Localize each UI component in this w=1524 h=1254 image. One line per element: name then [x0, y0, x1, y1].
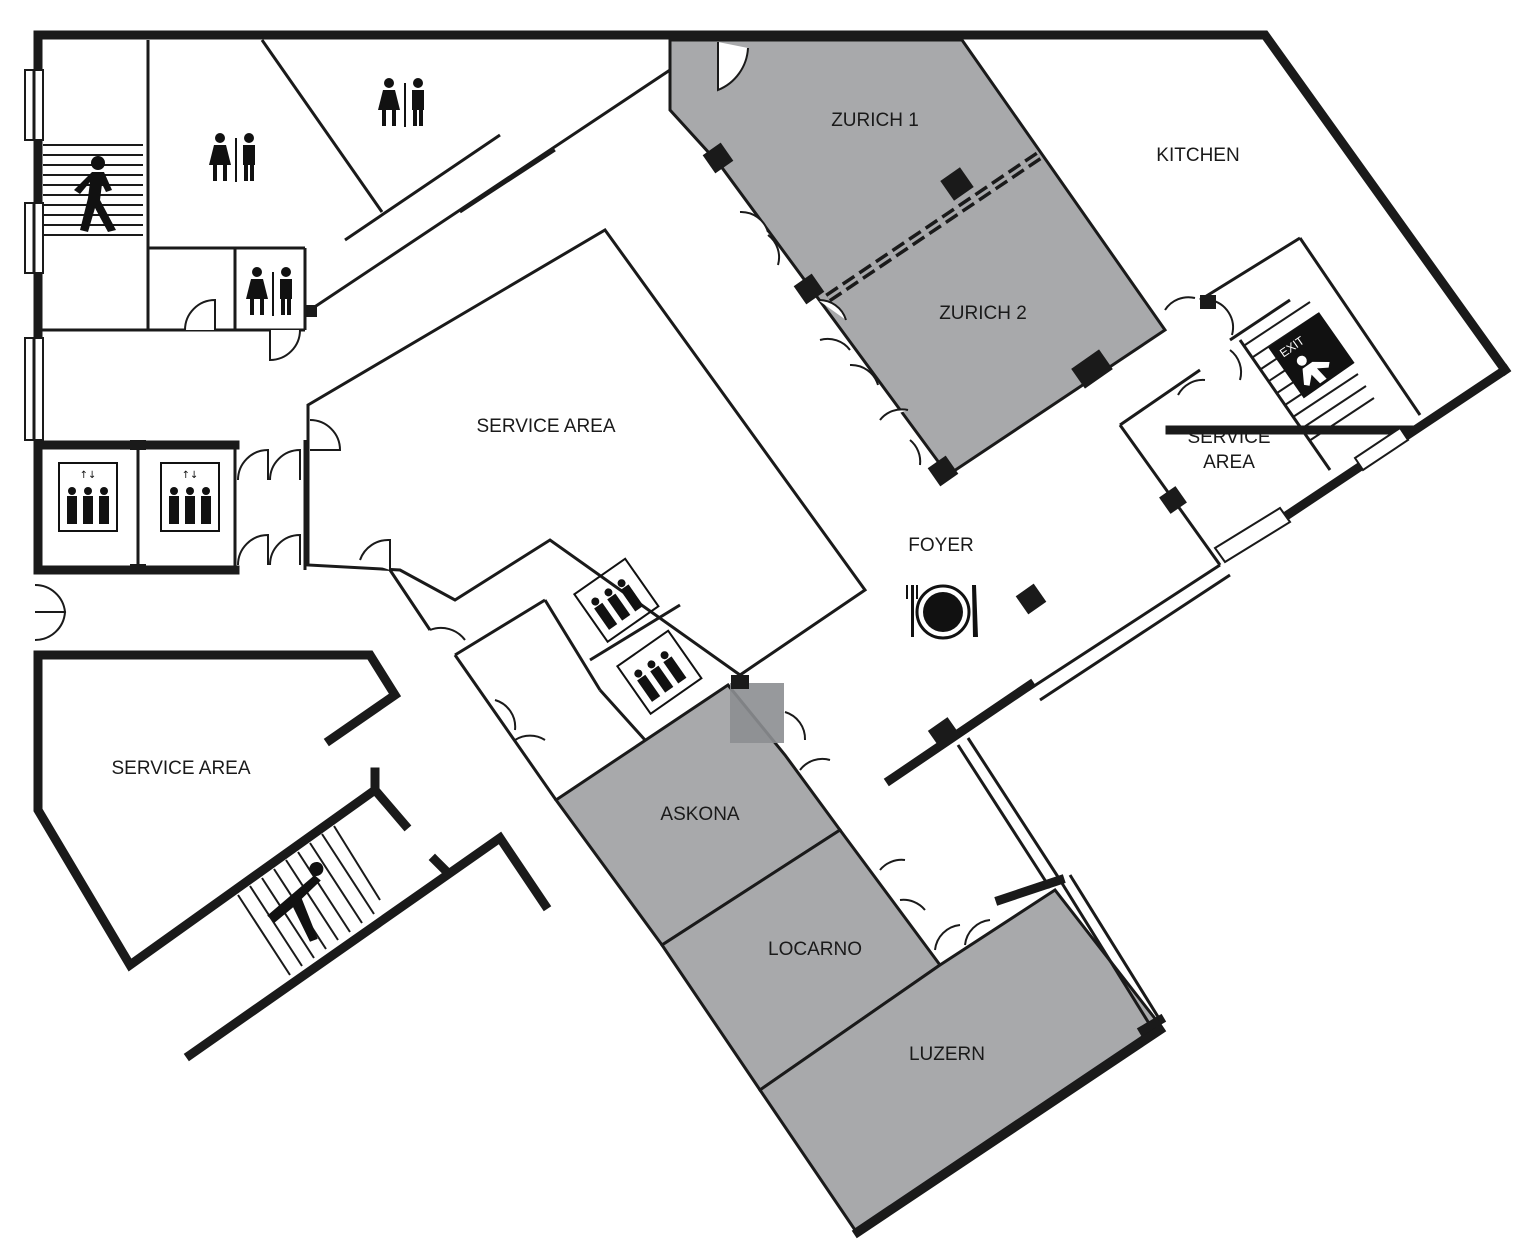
label-askona: ASKONA [660, 804, 740, 825]
label-service-area-right-1: SERVICE [1187, 427, 1270, 448]
room-labels: ZURICH 1 ZURICH 2 KITCHEN SERVICE AREA S… [111, 110, 1270, 1065]
svg-text:↑↓: ↑↓ [182, 470, 199, 481]
restroom-icon [378, 78, 424, 127]
label-service-area-left: SERVICE AREA [111, 758, 250, 779]
label-service-area-center: SERVICE AREA [476, 416, 615, 437]
staircase-icon [43, 144, 143, 236]
service-lift-icon [615, 629, 703, 716]
meeting-rooms [553, 38, 1168, 1233]
label-foyer: FOYER [908, 535, 973, 556]
doors [34, 42, 1243, 951]
highlight-marker [730, 683, 784, 743]
service-lift-icon [572, 557, 660, 644]
elevator-icon: ↑↓ [160, 462, 220, 532]
elevator-icon: ↑↓ [58, 462, 118, 532]
restroom-icon [209, 133, 255, 182]
label-locarno: LOCARNO [768, 939, 862, 960]
room-askona[interactable] [553, 682, 843, 948]
label-zurich-2: ZURICH 2 [939, 303, 1027, 324]
svg-text:↑↓: ↑↓ [80, 470, 97, 481]
staircase-icon [237, 825, 381, 976]
label-luzern: LUZERN [909, 1044, 985, 1065]
interior-walls [38, 39, 1422, 1026]
windows [24, 69, 1410, 564]
room-zurich[interactable] [668, 38, 1168, 478]
restroom-icon [246, 267, 292, 316]
columns [130, 142, 1216, 749]
label-service-area-right-2: AREA [1203, 452, 1255, 473]
emergency-exit-icon: EXIT [1268, 312, 1355, 399]
label-kitchen: KITCHEN [1156, 145, 1239, 166]
restaurant-icon [906, 584, 978, 640]
label-zurich-1: ZURICH 1 [831, 110, 919, 131]
